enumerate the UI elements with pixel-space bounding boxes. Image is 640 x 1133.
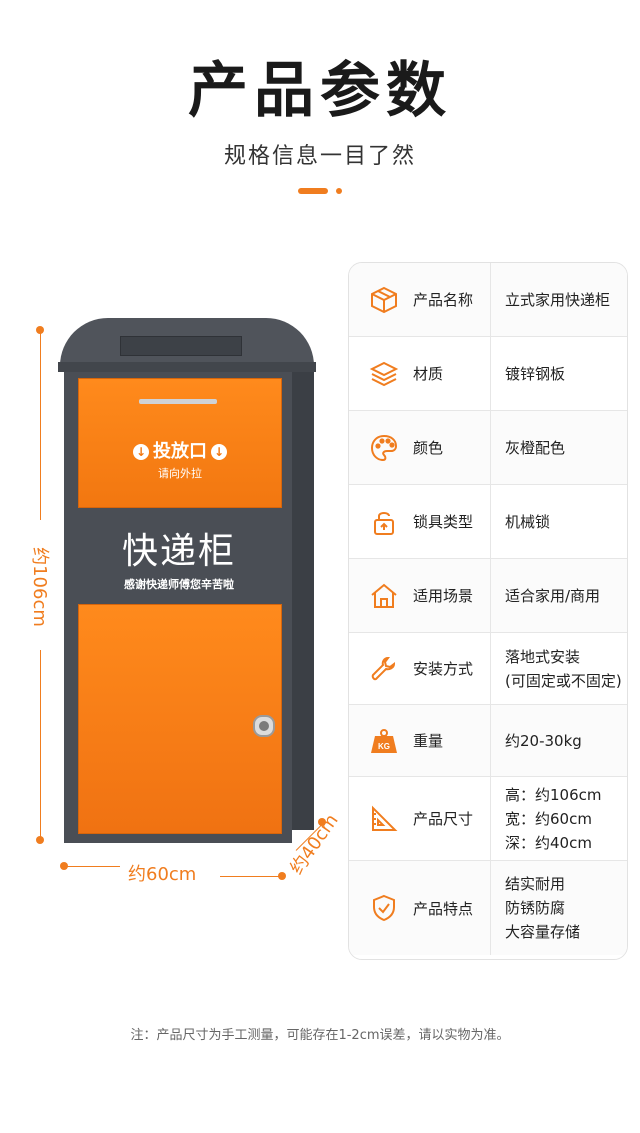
- palette-icon: [367, 431, 401, 465]
- cabinet-ledge: [58, 362, 316, 372]
- shield-check-icon: [367, 891, 401, 925]
- down-arrow-icon: ↓: [211, 444, 227, 460]
- spec-value: 宽：约60cm: [505, 809, 592, 828]
- box-icon: [367, 283, 401, 317]
- drop-door: ↓投放口↓ 请向外拉: [78, 378, 282, 508]
- spec-value-cell: 机械锁: [491, 485, 627, 558]
- width-dot-right: [278, 872, 286, 880]
- cabinet-top-slot: [120, 336, 242, 356]
- layers-icon: [367, 357, 401, 391]
- down-arrow-icon: ↓: [133, 444, 149, 460]
- spec-row: 安装方式 落地式安装 (可固定或不固定): [349, 633, 627, 705]
- spec-value-cell: 立式家用快递柜: [491, 263, 627, 336]
- drop-handle: [139, 399, 217, 404]
- decor-dot: [336, 188, 342, 194]
- height-dot-bottom: [36, 836, 44, 844]
- spec-row: 产品名称 立式家用快递柜: [349, 263, 627, 337]
- spec-label: 产品尺寸: [413, 810, 474, 828]
- spec-label-cell: KG 重量: [349, 705, 491, 776]
- cabinet-thanks: 感谢快递师傅您辛苦啦: [124, 578, 234, 591]
- spec-value: 机械锁: [505, 512, 551, 531]
- weight-icon: KG: [367, 724, 401, 758]
- spec-row: KG 重量 约20-30kg: [349, 705, 627, 777]
- ruler-icon: [367, 802, 401, 836]
- spec-value: 立式家用快递柜: [505, 290, 611, 309]
- decor-bar: [298, 188, 328, 194]
- lock-icon: [367, 505, 401, 539]
- spec-label: 锁具类型: [413, 513, 474, 531]
- height-dimension: 约106cm: [29, 547, 50, 627]
- spec-row: 产品特点结实耐用防锈防腐大容量存储: [349, 861, 627, 955]
- spec-label-cell: 产品特点: [349, 861, 491, 955]
- weight-badge-text: KG: [378, 742, 390, 751]
- spec-row: 产品尺寸 高：约106cm 宽：约60cm 深：约40cm: [349, 777, 627, 861]
- spec-label: 安装方式: [413, 660, 474, 678]
- spec-label-cell: 锁具类型: [349, 485, 491, 558]
- spec-value: 适合家用/商用: [505, 586, 601, 605]
- width-dot-left: [60, 862, 68, 870]
- wrench-icon: [367, 652, 401, 686]
- spec-value: 灰橙配色: [505, 438, 566, 457]
- spec-value: 深：约40cm: [505, 833, 592, 852]
- spec-label-cell: 安装方式: [349, 633, 491, 704]
- spec-value-cell: 灰橙配色: [491, 411, 627, 484]
- height-line-bottom: [40, 650, 41, 840]
- cabinet-name: 快递柜: [121, 531, 236, 572]
- spec-label: 适用场景: [413, 587, 474, 605]
- page-subtitle: 规格信息一目了然: [223, 144, 416, 169]
- drop-label: ↓投放口↓: [79, 437, 281, 463]
- spec-value: 约20-30kg: [505, 731, 582, 750]
- spec-value: 大容量存储: [505, 923, 581, 941]
- spec-table: 产品名称 立式家用快递柜材质 镀锌钢板颜色 灰橙配色锁具类型 机械锁适用场景 适合家用/商…: [348, 262, 628, 960]
- spec-value-cell: 适合家用/商用: [491, 559, 627, 632]
- lower-door: [78, 604, 282, 834]
- spec-value-cell: 结实耐用防锈防腐大容量存储: [491, 861, 627, 955]
- spec-value-cell: 镀锌钢板: [491, 337, 627, 410]
- spec-label: 材质: [413, 365, 444, 383]
- depth-dot-top: [318, 818, 326, 826]
- spec-row: 锁具类型 机械锁: [349, 485, 627, 559]
- spec-value: (可固定或不固定): [505, 671, 622, 690]
- page-title: 产品参数: [188, 56, 452, 126]
- spec-row: 材质 镀锌钢板: [349, 337, 627, 411]
- keyhole-lock-icon: [253, 715, 275, 737]
- drop-sub-label: 请向外拉: [158, 467, 202, 480]
- spec-label-cell: 材质: [349, 337, 491, 410]
- spec-value: 落地式安装: [505, 647, 581, 666]
- height-dot-top: [36, 326, 44, 334]
- spec-value-cell: 落地式安装 (可固定或不固定): [491, 633, 627, 704]
- cabinet-side: [292, 362, 314, 830]
- spec-value-cell: 高：约106cm 宽：约60cm 深：约40cm: [491, 777, 627, 860]
- spec-label: 产品名称: [413, 291, 474, 309]
- spec-label: 颜色: [413, 439, 444, 457]
- cabinet-illustration: ↓投放口↓ 请向外拉 快递柜 感谢快递师傅您辛苦啦: [0, 0, 340, 900]
- spec-value: 结实耐用: [505, 875, 566, 893]
- spec-label-cell: 产品尺寸: [349, 777, 491, 860]
- spec-value: 防锈防腐: [505, 899, 566, 917]
- spec-value: 高：约106cm: [505, 785, 602, 804]
- spec-row: 适用场景 适合家用/商用: [349, 559, 627, 633]
- spec-label-cell: 产品名称: [349, 263, 491, 336]
- spec-label: 产品特点: [413, 899, 474, 918]
- spec-label: 重量: [413, 732, 444, 750]
- spec-value: 镀锌钢板: [505, 364, 566, 383]
- drop-label-text: 投放口: [153, 441, 207, 462]
- width-dimension: 约60cm: [128, 864, 197, 885]
- width-line-right: [220, 876, 280, 877]
- spec-label-cell: 颜色: [349, 411, 491, 484]
- spec-row: 颜色 灰橙配色: [349, 411, 627, 485]
- width-line-left: [64, 866, 120, 867]
- height-line-top: [40, 330, 41, 520]
- footnote: 注：产品尺寸为手工测量，可能存在1-2cm误差，请以实物为准。: [130, 1028, 510, 1043]
- house-icon: [367, 579, 401, 613]
- spec-value-cell: 约20-30kg: [491, 705, 627, 776]
- spec-label-cell: 适用场景: [349, 559, 491, 632]
